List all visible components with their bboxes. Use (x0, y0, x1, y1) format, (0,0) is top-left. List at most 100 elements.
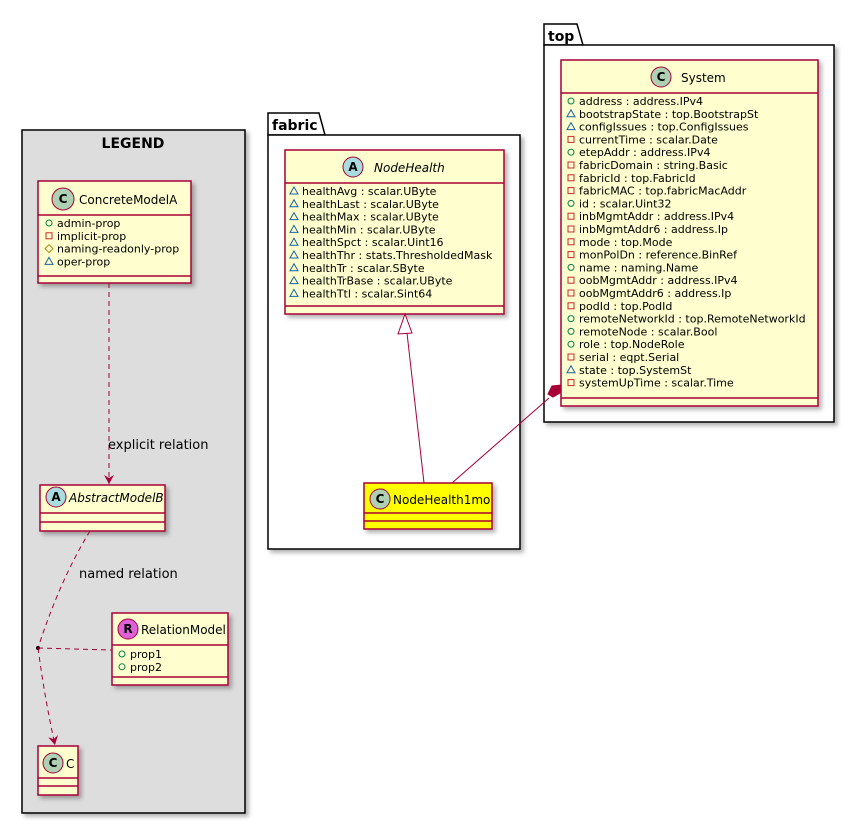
attribute-text: healthMin : scalar.UByte (302, 223, 436, 236)
visibility-package-icon (289, 198, 299, 208)
attribute-text: oobMgmtAddr : address.IPv4 (579, 274, 738, 287)
system-badge-icon (650, 66, 672, 88)
visibility-package-icon (289, 275, 299, 285)
visibility-public-icon (567, 263, 575, 271)
attribute-text: id : scalar.Uint32 (579, 197, 671, 210)
visibility-package-icon (289, 211, 299, 221)
visibility-package-icon (289, 249, 299, 259)
attribute-text: name : naming.Name (579, 261, 699, 274)
visibility-private-icon (567, 379, 575, 387)
c-class-badge-icon (42, 752, 64, 774)
visibility-private-icon (567, 251, 575, 259)
attribute-text: configIssues : top.ConfigIssues (579, 121, 749, 134)
attribute-text: inbMgmtAddr6 : address.Ip (579, 223, 728, 236)
attribute-text: monPolDn : reference.BinRef (579, 249, 738, 262)
attribute-text: healthAvg : scalar.UByte (302, 185, 437, 198)
attribute-text: oobMgmtAddr6 : address.Ip (579, 287, 731, 300)
node-health-badge-icon (342, 156, 364, 178)
attribute-text: remoteNetworkId : top.RemoteNetworkId (579, 313, 806, 326)
attribute-text: oper-prop (57, 255, 110, 268)
visibility-private-icon (567, 174, 575, 182)
node-health-1mo-name: NodeHealth1mo (393, 493, 490, 507)
visibility-private-icon (567, 276, 575, 284)
visibility-package-icon (566, 364, 576, 374)
c-badge-letter: C (49, 756, 58, 770)
attribute-text: prop2 (130, 661, 162, 674)
visibility-private-icon (567, 161, 575, 169)
attribute-text: remoteNode : scalar.Bool (579, 325, 717, 338)
attribute-text: podId : top.PodId (579, 300, 672, 313)
attribute-text: healthLast : scalar.UByte (302, 198, 439, 211)
visibility-private-icon (567, 353, 575, 361)
visibility-private-icon (567, 302, 575, 310)
c-model-class[interactable]: C C (37, 745, 79, 796)
top-package-label: top (548, 29, 574, 45)
inheritance-arrowhead-icon (397, 312, 413, 335)
fabric-package-label: fabric (272, 118, 318, 134)
visibility-private-icon (45, 232, 53, 240)
visibility-protected-icon (44, 243, 54, 254)
relation-class-badge-icon (117, 618, 139, 640)
attribute-text: state : top.SystemSt (579, 364, 692, 377)
attribute-text: prop1 (130, 648, 162, 661)
visibility-public-icon (567, 315, 575, 323)
attribute-text: mode : top.Mode (579, 236, 673, 249)
attribute-text: currentTime : scalar.Date (579, 133, 718, 146)
attribute-text: fabricId : top.FabricId (579, 172, 696, 185)
named-relation-label: named relation (79, 567, 178, 582)
c-model-name: C (66, 757, 74, 771)
attribute-text: naming-readonly-prop (57, 243, 179, 256)
attribute-text: healthSpct : scalar.Uint16 (302, 236, 444, 249)
attribute-text: role : top.NodeRole (579, 338, 685, 351)
attribute-text: systemUpTime : scalar.Time (579, 377, 734, 390)
visibility-package-icon (566, 121, 576, 131)
visibility-private-icon (567, 238, 575, 246)
abstract-model-class[interactable]: A AbstractModelB (39, 484, 166, 532)
system-name: System (681, 71, 726, 85)
explicit-relation-label: explicit relation (108, 438, 208, 453)
visibility-private-icon (567, 225, 575, 233)
attribute-text: bootstrapState : top.BootstrapSt (579, 108, 759, 121)
attribute-text: fabricDomain : string.Basic (579, 159, 728, 172)
visibility-package-icon (289, 224, 299, 233)
attribute-text: inbMgmtAddr : address.IPv4 (579, 210, 734, 223)
concrete-class-badge-icon (51, 187, 75, 211)
visibility-public-icon (567, 199, 575, 207)
inheritance-arrow (397, 312, 425, 484)
visibility-package-icon (289, 185, 299, 195)
concrete-badge-letter: C (59, 192, 68, 206)
abstract-badge-letter: A (51, 490, 61, 504)
attribute-text: healthTtl : scalar.Sint64 (302, 287, 432, 300)
visibility-package-icon (289, 262, 299, 272)
concrete-model-class[interactable]: C ConcreteModelA admin-propimplicit-prop… (37, 180, 192, 284)
node-health-1mo-badge-letter: C (376, 492, 385, 506)
visibility-public-icon (45, 219, 53, 227)
attribute-text: implicit-prop (57, 230, 126, 243)
attribute-text: fabricMAC : top.fabricMacAddr (579, 185, 747, 198)
abstract-model-name: AbstractModelB (68, 491, 164, 505)
visibility-public-icon (118, 663, 126, 671)
node-health-1mo-badge-icon (369, 488, 391, 510)
visibility-public-icon (567, 97, 575, 105)
visibility-package-icon (289, 237, 299, 246)
system-class[interactable]: C System address : address.IPv4bootstrap… (560, 59, 819, 407)
node-health-name: NodeHealth (374, 161, 445, 175)
visibility-package-icon (566, 108, 576, 118)
attribute-text: address : address.IPv4 (579, 95, 703, 108)
visibility-private-icon (567, 135, 575, 143)
attribute-text: healthTr : scalar.SByte (302, 262, 425, 275)
attribute-text: healthTrBase : scalar.UByte (302, 275, 453, 288)
node-health-class[interactable]: A NodeHealth healthAvg : scalar.UBytehea… (284, 149, 505, 315)
visibility-public-icon (567, 148, 575, 156)
visibility-private-icon (567, 289, 575, 297)
node-health-1mo-class[interactable]: C NodeHealth1mo (363, 482, 493, 530)
relation-badge-letter: R (123, 622, 132, 636)
concrete-model-attributes: admin-propimplicit-propnaming-readonly-p… (44, 217, 179, 268)
legend-title: LEGEND (102, 136, 165, 152)
attribute-text: etepAddr : address.IPv4 (579, 146, 710, 159)
